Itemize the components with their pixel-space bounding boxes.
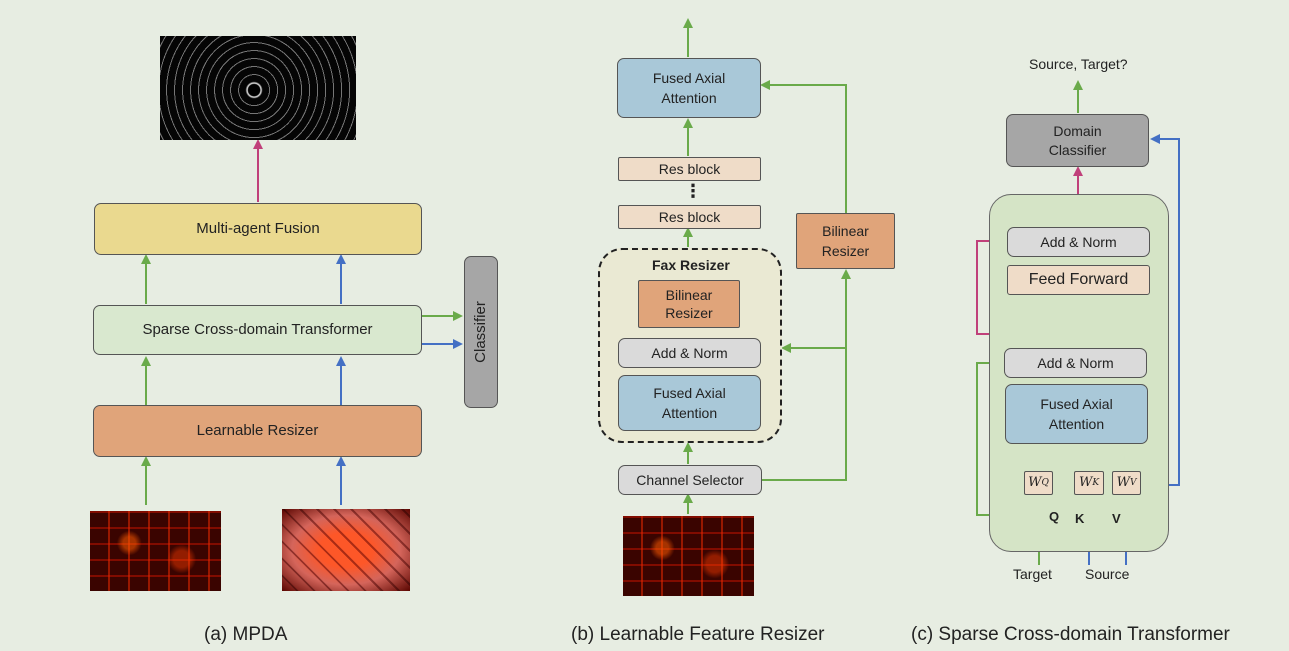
k-label: K — [1075, 511, 1085, 526]
fax-resizer-title: Fax Resizer — [652, 257, 730, 273]
wv-base: W — [1116, 475, 1130, 490]
wk-sub: K — [1092, 478, 1100, 488]
arrow-b-channel-to-bilinear — [762, 269, 851, 481]
fused-axial-inner-box: Fused Axial Attention — [618, 375, 761, 431]
feed-forward-box: Feed Forward — [1007, 265, 1150, 295]
feed-forward-label: Feed Forward — [1028, 271, 1129, 288]
wv-sub: V — [1129, 478, 1137, 488]
q-label: Q — [1049, 509, 1060, 524]
fused-axial-c-label: Fused Axial Attention — [1040, 396, 1113, 432]
sparse-transformer-box: Sparse Cross-domain Transformer — [93, 305, 422, 355]
add-norm-bottom-box: Add & Norm — [1004, 348, 1147, 378]
caption-a: (a) MPDA — [204, 624, 288, 645]
caption-c: (c) Sparse Cross-domain Transformer — [911, 624, 1230, 645]
lidar-output-image — [160, 36, 356, 140]
caption-b: (b) Learnable Feature Resizer — [571, 624, 825, 645]
wq-sub: Q — [1041, 478, 1049, 488]
res-block-2-label: Res block — [658, 209, 721, 225]
res-block-2: Res block — [618, 205, 761, 229]
add-norm-b-label: Add & Norm — [651, 345, 728, 361]
fused-axial-top-label: Fused Axial Attention — [652, 70, 726, 106]
output-source-target-label: Source, Target? — [1029, 56, 1128, 72]
multi-agent-fusion-label: Multi-agent Fusion — [196, 220, 320, 237]
res-block-ellipsis: ⋮ — [684, 181, 702, 201]
classifier-label: Classifier — [472, 301, 489, 363]
target-label: Target — [1013, 566, 1052, 582]
channel-selector-label: Channel Selector — [636, 472, 744, 488]
multi-agent-fusion-box: Multi-agent Fusion — [94, 203, 422, 255]
domain-classifier-box: Domain Classifier — [1006, 114, 1149, 167]
bilinear-inner-label: Bilinear Resizer — [665, 287, 713, 321]
arrow-b-bilinear-to-fused — [760, 80, 847, 213]
add-norm-b-box: Add & Norm — [618, 338, 761, 368]
fused-axial-inner-label: Fused Axial Attention — [653, 385, 726, 421]
channel-selector-box: Channel Selector — [618, 465, 762, 495]
source-feature-image — [282, 509, 410, 591]
bilinear-side-box: Bilinear Resizer — [796, 213, 895, 269]
res-block-1: Res block — [618, 157, 761, 181]
classifier-box: Classifier — [464, 256, 498, 408]
bilinear-inner-box: Bilinear Resizer — [638, 280, 740, 328]
fused-axial-c-box: Fused Axial Attention — [1005, 384, 1148, 444]
wk-base: W — [1078, 475, 1093, 490]
source-label: Source — [1085, 566, 1130, 582]
bilinear-side-label: Bilinear Resizer — [821, 223, 870, 259]
v-label: V — [1112, 511, 1121, 526]
sparse-transformer-label: Sparse Cross-domain Transformer — [142, 321, 373, 338]
res-block-1-label: Res block — [658, 161, 721, 177]
domain-classifier-label: Domain Classifier — [1048, 122, 1107, 158]
learnable-resizer-label: Learnable Resizer — [196, 422, 319, 439]
add-norm-bottom-label: Add & Norm — [1037, 355, 1114, 371]
resizer-input-image — [623, 516, 754, 596]
learnable-resizer-box: Learnable Resizer — [93, 405, 422, 457]
add-norm-top-label: Add & Norm — [1040, 234, 1117, 250]
fused-axial-top-box: Fused Axial Attention — [617, 58, 761, 118]
add-norm-top-box: Add & Norm — [1007, 227, 1150, 257]
wq-base: W — [1028, 475, 1042, 490]
target-feature-image — [90, 511, 221, 591]
